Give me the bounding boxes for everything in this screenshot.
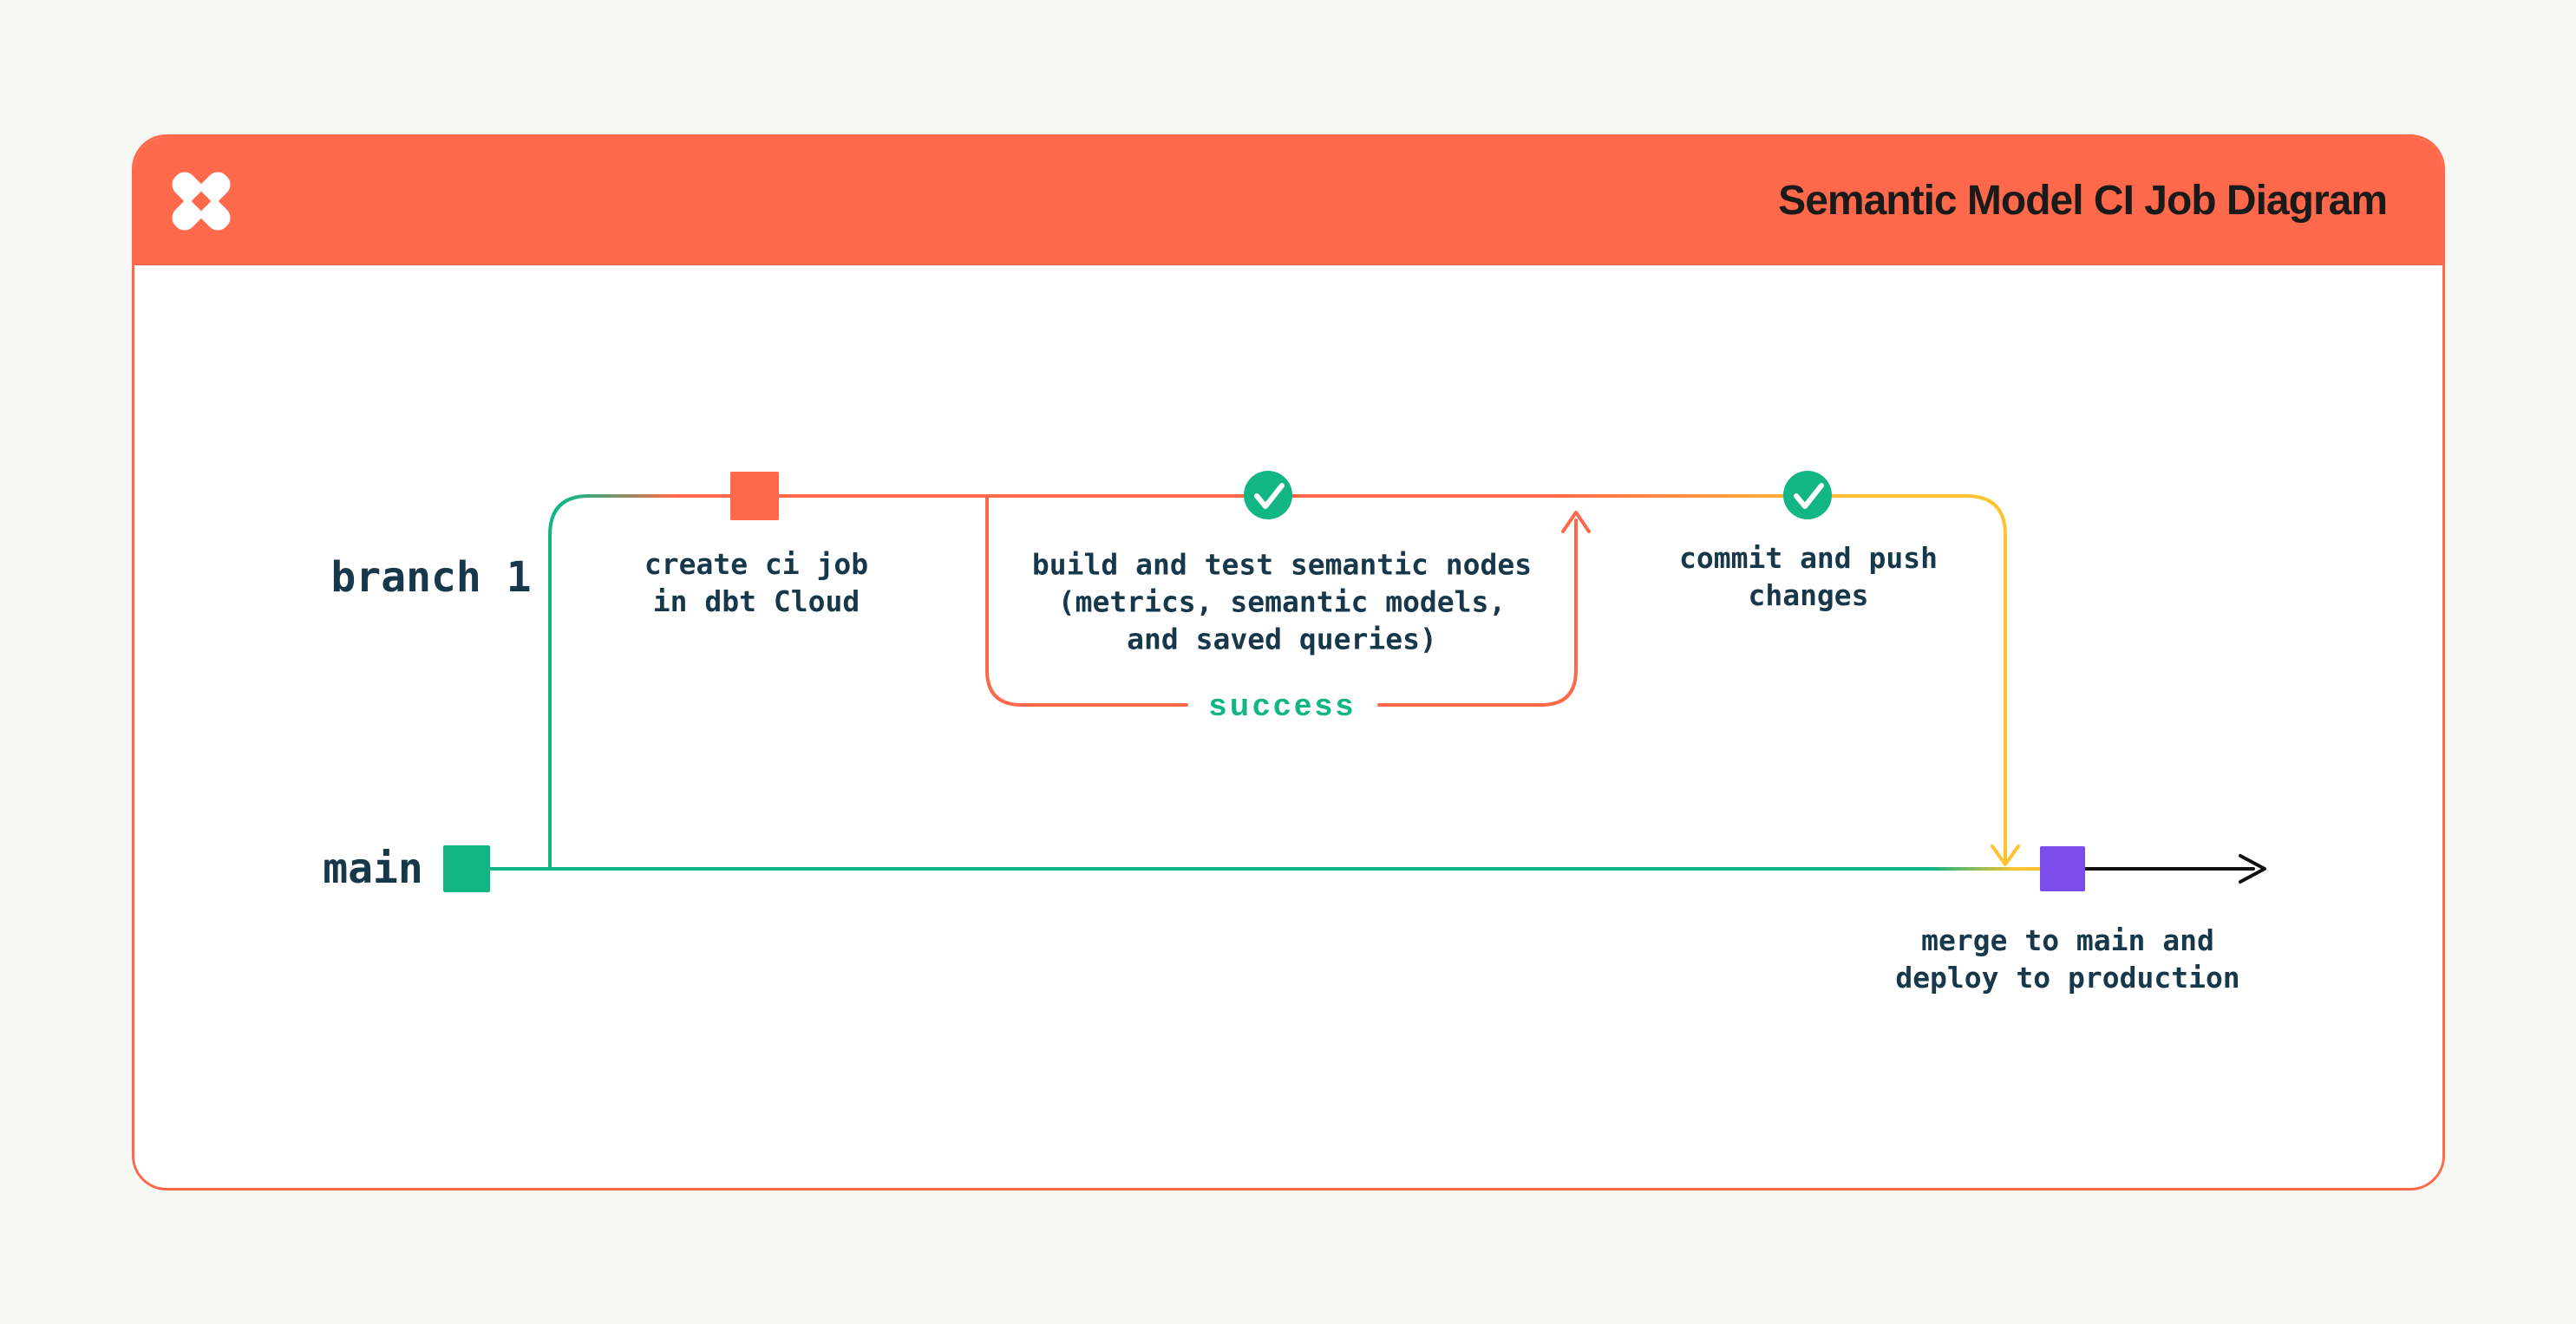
card-header: Semantic Model CI Job Diagram [134, 137, 2442, 265]
branch1-label: branch 1 [330, 553, 532, 602]
step-line: and saved queries) [1127, 622, 1437, 656]
success-label: success [1208, 687, 1357, 722]
dbt-logo-icon [172, 172, 231, 231]
step-line: create ci job [644, 547, 869, 581]
step-line: changes [1748, 578, 1869, 612]
step-line: in dbt Cloud [652, 584, 860, 618]
diagram-card: Semantic Model CI Job Diagram [132, 134, 2445, 1190]
step-line: (metrics, semantic models, [1057, 584, 1507, 619]
step-line: build and test semantic nodes [1031, 547, 1533, 582]
main-label: main [323, 845, 423, 893]
step-create-ci-label: create ci job in dbt Cloud [644, 545, 868, 620]
step-build-test-label: build and test semantic nodes (metrics, … [1032, 546, 1532, 658]
step-line: merge to main and [1921, 923, 2214, 957]
page-title: Semantic Model CI Job Diagram [1778, 178, 2388, 224]
step-merge-deploy-label: merge to main and deploy to production [1895, 922, 2239, 996]
step-line: deploy to production [1895, 961, 2240, 995]
step-commit-push-label: commit and push changes [1679, 539, 1938, 614]
step-line: commit and push [1678, 541, 1939, 575]
